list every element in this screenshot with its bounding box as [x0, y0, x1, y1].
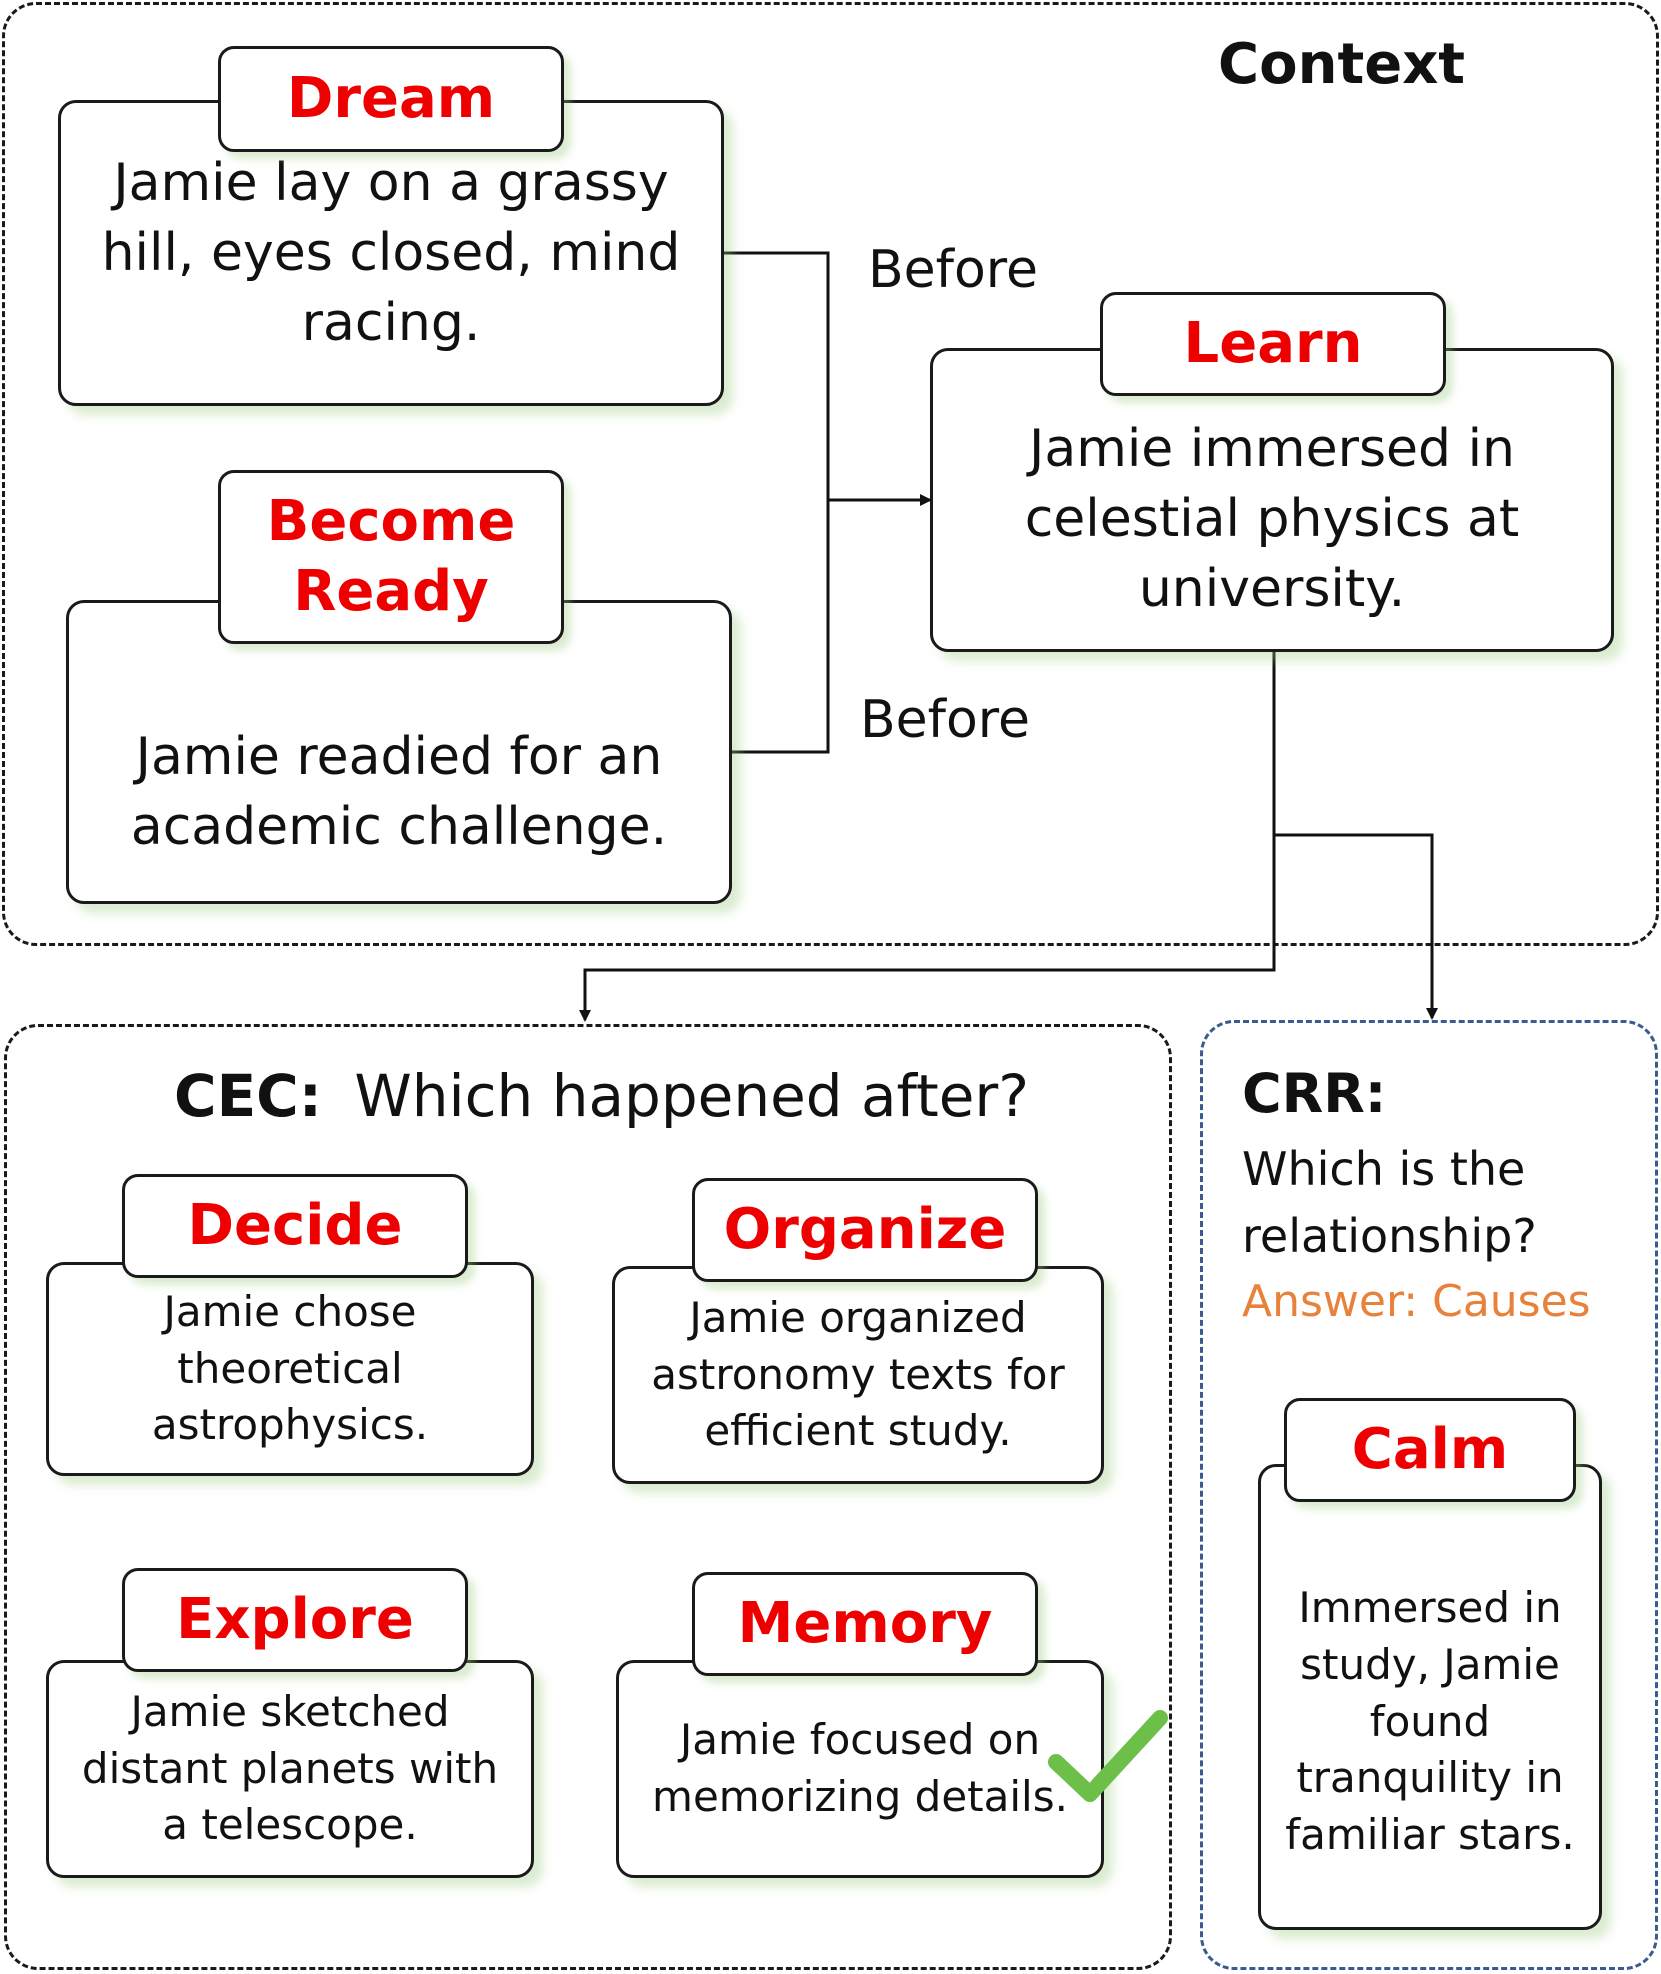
- edge-learn-to-cec: [579, 652, 1276, 1022]
- option-decide[interactable]: Jamie chose theoretical astrophysics.: [46, 1262, 534, 1476]
- context-title: Context: [1218, 32, 1466, 97]
- crr-prefix: CRR:: [1242, 1062, 1387, 1125]
- option-explore-text: Jamie sketched distant planets with a te…: [81, 1686, 499, 1850]
- edge-ready-to-learn: [732, 500, 830, 754]
- become-ready-tag: Become Ready: [218, 470, 564, 644]
- cec-question: Which happened after?: [354, 1062, 1030, 1130]
- dream-tag: Dream: [218, 46, 564, 152]
- learn-text: Jamie immersed in celestial physics at u…: [1024, 418, 1520, 620]
- option-memory-text: Jamie focused on memorizing details.: [652, 1715, 1068, 1821]
- crr-panel: [1200, 1020, 1658, 1970]
- context-panel: [2, 2, 1659, 946]
- edge-learn-to-crr: [1274, 833, 1438, 1020]
- dream-text: Jamie lay on a grassy hill, eyes closed,…: [101, 152, 681, 354]
- option-organize[interactable]: Jamie organized astronomy texts for effi…: [612, 1266, 1104, 1484]
- crr-answer: Answer: Causes: [1242, 1276, 1591, 1327]
- checkmark-icon: [1048, 1710, 1168, 1802]
- edge-label-before-bottom: Before: [860, 690, 1031, 750]
- option-organize-text: Jamie organized astronomy texts for effi…: [651, 1292, 1065, 1456]
- option-explore[interactable]: Jamie sketched distant planets with a te…: [46, 1660, 534, 1878]
- learn-node: Jamie immersed in celestial physics at u…: [930, 348, 1614, 652]
- calm-text: Immersed in study, Jamie found tranquili…: [1285, 1583, 1575, 1860]
- cec-panel: [4, 1024, 1172, 1970]
- become-ready-node: Jamie readied for an academic challenge.: [66, 600, 732, 904]
- crr-question: Which is the relationship?: [1242, 1142, 1537, 1263]
- cec-header: CEC: Which happened after?: [174, 1062, 1029, 1130]
- learn-tag: Learn: [1100, 292, 1446, 396]
- option-memory-tag: Memory: [692, 1572, 1038, 1676]
- cec-prefix: CEC:: [174, 1062, 322, 1130]
- calm-node: Immersed in study, Jamie found tranquili…: [1258, 1464, 1602, 1930]
- option-decide-tag: Decide: [122, 1174, 468, 1278]
- edge-label-before-top: Before: [868, 240, 1039, 300]
- calm-tag: Calm: [1284, 1398, 1576, 1502]
- option-organize-tag: Organize: [692, 1178, 1038, 1282]
- option-explore-tag: Explore: [122, 1568, 468, 1672]
- edge-dream-to-learn: [724, 251, 830, 500]
- option-memory[interactable]: Jamie focused on memorizing details.: [616, 1660, 1104, 1878]
- become-ready-text: Jamie readied for an academic challenge.: [130, 726, 668, 857]
- option-decide-text: Jamie chose theoretical astrophysics.: [151, 1286, 429, 1450]
